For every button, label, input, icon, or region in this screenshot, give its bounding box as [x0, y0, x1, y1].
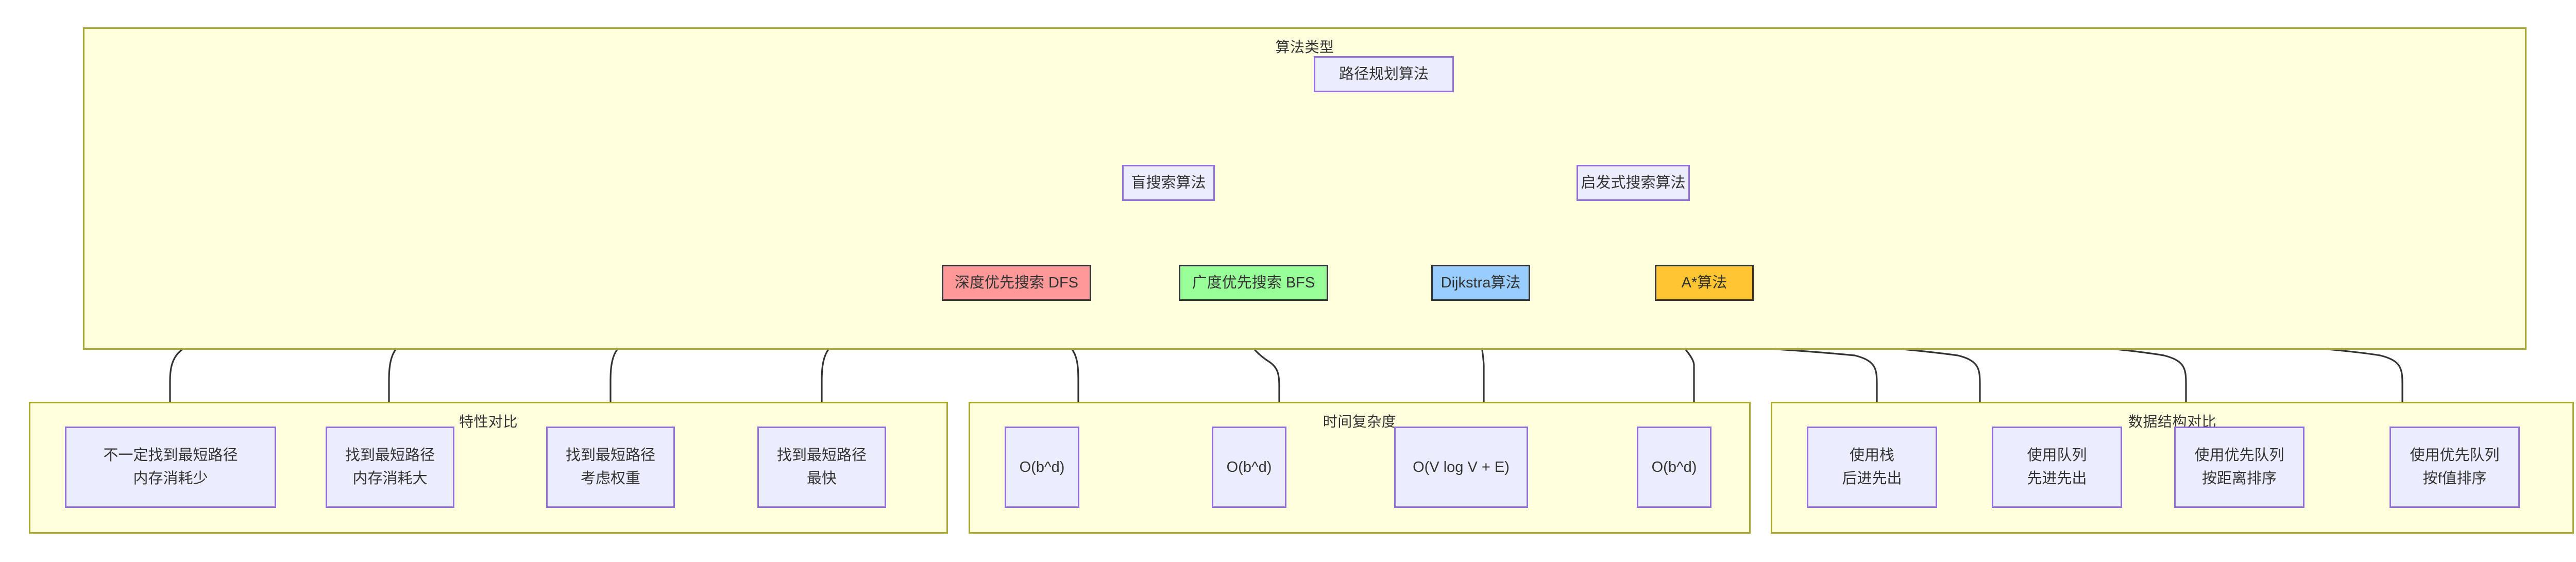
node-dijkstra-label: Dijkstra算法: [1440, 274, 1521, 291]
node-dfs[interactable]: 深度优先搜索 DFS: [942, 265, 1091, 301]
cluster-algo-type: 算法类型: [83, 27, 2527, 350]
node-datastructure-bfs-line1: 使用队列: [2027, 447, 2087, 464]
node-datastructure-dijkstra[interactable]: 使用优先队列 按距离排序: [2174, 427, 2304, 508]
node-feature-dfs-line1: 不一定找到最短路径: [103, 447, 238, 464]
node-feature-bfs-line1: 找到最短路径: [345, 447, 435, 464]
node-blind-search[interactable]: 盲搜索算法: [1122, 165, 1215, 201]
node-complexity-dfs-label: O(b^d): [1019, 458, 1065, 475]
node-bfs[interactable]: 广度优先搜索 BFS: [1179, 265, 1328, 301]
node-bfs-label: 广度优先搜索 BFS: [1192, 274, 1315, 291]
node-blind-search-label: 盲搜索算法: [1131, 174, 1206, 191]
node-complexity-dijkstra[interactable]: O(V log V + E): [1394, 427, 1528, 508]
node-datastructure-astar-line2: 按f值排序: [2422, 470, 2487, 487]
node-datastructure-bfs-line2: 先进先出: [2027, 470, 2087, 487]
node-complexity-bfs-label: O(b^d): [1226, 458, 1272, 475]
node-heuristic-search[interactable]: 启发式搜索算法: [1577, 165, 1690, 201]
node-heuristic-search-label: 启发式搜索算法: [1581, 174, 1686, 191]
node-feature-astar-line2: 最快: [806, 470, 837, 487]
node-complexity-dijkstra-label: O(V log V + E): [1413, 458, 1510, 475]
node-feature-dfs[interactable]: 不一定找到最短路径 内存消耗少: [65, 427, 276, 508]
node-feature-dijkstra[interactable]: 找到最短路径 考虑权重: [546, 427, 675, 508]
node-feature-bfs-line2: 内存消耗大: [352, 470, 428, 487]
node-datastructure-astar[interactable]: 使用优先队列 按f值排序: [2389, 427, 2520, 508]
cluster-title-time-complexity: 时间复杂度: [1323, 414, 1397, 430]
node-datastructure-astar-line1: 使用优先队列: [2410, 447, 2500, 464]
node-feature-astar-line1: 找到最短路径: [776, 447, 867, 464]
node-feature-dijkstra-line1: 找到最短路径: [565, 447, 655, 464]
node-feature-bfs[interactable]: 找到最短路径 内存消耗大: [326, 427, 454, 508]
node-astar[interactable]: A*算法: [1655, 265, 1754, 301]
node-root[interactable]: 路径规划算法: [1314, 56, 1454, 92]
node-dijkstra[interactable]: Dijkstra算法: [1431, 265, 1530, 301]
node-complexity-bfs[interactable]: O(b^d): [1212, 427, 1286, 508]
node-datastructure-bfs[interactable]: 使用队列 先进先出: [1992, 427, 2122, 508]
node-datastructure-dfs-line2: 后进先出: [1842, 470, 1902, 487]
cluster-time-complexity: 时间复杂度: [969, 402, 1751, 534]
node-datastructure-dijkstra-line2: 按距离排序: [2201, 470, 2277, 487]
node-complexity-astar[interactable]: O(b^d): [1637, 427, 1711, 508]
node-feature-dijkstra-line2: 考虑权重: [580, 470, 640, 487]
node-datastructure-dfs[interactable]: 使用栈 后进先出: [1807, 427, 1937, 508]
node-datastructure-dijkstra-line1: 使用优先队列: [2194, 447, 2284, 464]
cluster-title-feature-comparison: 特性对比: [459, 414, 518, 430]
node-complexity-dfs[interactable]: O(b^d): [1005, 427, 1079, 508]
node-dfs-label: 深度优先搜索 DFS: [954, 274, 1079, 291]
node-astar-label: A*算法: [1681, 274, 1727, 291]
node-datastructure-dfs-line1: 使用栈: [1849, 447, 1894, 464]
node-complexity-astar-label: O(b^d): [1651, 458, 1697, 475]
cluster-title-algo-type: 算法类型: [1275, 39, 1334, 55]
node-feature-astar[interactable]: 找到最短路径 最快: [757, 427, 886, 508]
node-feature-dfs-line2: 内存消耗少: [133, 470, 208, 487]
node-root-label: 路径规划算法: [1338, 65, 1429, 82]
